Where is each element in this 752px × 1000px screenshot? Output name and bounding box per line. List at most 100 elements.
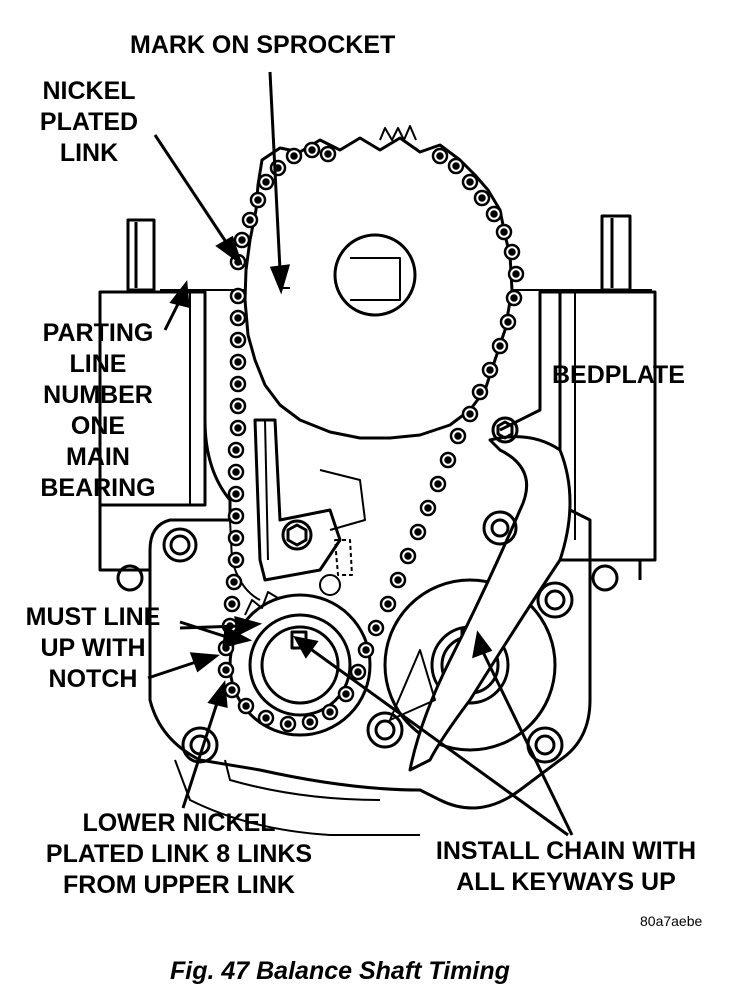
bolt-right-stud-nut [591, 564, 619, 592]
label-lower-nickel: LOWER NICKEL PLATED LINK 8 LINKS FROM UP… [24, 808, 334, 901]
chain-pin [324, 150, 332, 158]
label-line: ONE [70, 412, 126, 440]
bolt-center-lower [366, 711, 404, 749]
label-line: NICKEL [42, 77, 136, 105]
bolt-left-stud-nut [116, 564, 144, 592]
bolt-tensioner [281, 519, 313, 551]
chain-pin [234, 358, 242, 366]
crankshaft-sprocket [243, 125, 514, 440]
chain-pin [308, 146, 316, 154]
label-line: INSTALL CHAIN WITH [435, 837, 697, 865]
label-line: FROM UPPER LINK [63, 871, 295, 899]
chain-pin [222, 666, 230, 674]
label-line: MUST LINE [25, 603, 161, 631]
chain-pin [232, 556, 240, 564]
chain-pin [444, 456, 452, 464]
chain-pin [508, 248, 516, 256]
arrow-install-right [472, 630, 574, 836]
chain-pin [284, 720, 292, 728]
chain-pin [232, 446, 240, 454]
chain-pin [234, 292, 242, 300]
label-line: PARTING [42, 319, 154, 347]
chain-pin [290, 152, 298, 160]
chain-pin [504, 318, 512, 326]
bedplate-left-block [98, 290, 207, 572]
label-bedplate: BEDPLATE [552, 361, 685, 389]
chain-pin [466, 410, 474, 418]
label-must-line-up: MUST LINE UP WITH NOTCH [10, 602, 176, 695]
label-line: ALL KEYWAYS UP [456, 868, 676, 896]
chain-pin [234, 402, 242, 410]
chain-pin [512, 270, 520, 278]
label-line: PLATED [39, 108, 139, 136]
chain-pin [478, 194, 486, 202]
figure-code: 80a7aebe [640, 913, 703, 929]
chain-pin [306, 718, 314, 726]
label-install-chain: INSTALL CHAIN WITH ALL KEYWAYS UP [416, 836, 716, 898]
chain-pin [234, 380, 242, 388]
chain-pin [452, 162, 460, 170]
chain-pin [394, 576, 402, 584]
chain-pin [342, 690, 350, 698]
chain-pin [262, 714, 270, 722]
arrow-mark-on-sprocket [268, 71, 291, 295]
chain-pin [232, 534, 240, 542]
chain-pin [234, 336, 242, 344]
arrow-lower-nickel [181, 680, 228, 809]
chain-pin [228, 600, 236, 608]
chain-pin [234, 424, 242, 432]
label-line: PLATED LINK 8 LINKS [45, 840, 313, 868]
arrow-parting-line [163, 280, 190, 331]
chain-pin [230, 578, 238, 586]
chain-pin [254, 196, 262, 204]
chain-pin [372, 624, 380, 632]
chain-pin [500, 228, 508, 236]
arrow-must-line-up-lower [179, 615, 263, 637]
chain-pin [238, 236, 246, 244]
left-balance-sprocket [228, 591, 372, 737]
chain-pin [232, 468, 240, 476]
bolt-left-upper [162, 527, 198, 563]
chain-pin [354, 668, 362, 676]
label-nickel-plated-link: NICKEL PLATED LINK [34, 76, 144, 169]
chain-pin [262, 178, 270, 186]
chain-tensioner [253, 418, 366, 582]
chain-pin [436, 152, 444, 160]
label-parting-line: PARTING LINE NUMBER ONE MAIN BEARING [28, 318, 168, 504]
figure-caption: Fig. 47 Balance Shaft Timing [170, 957, 510, 985]
timing-cover [148, 290, 592, 810]
label-line: LOWER NICKEL [82, 809, 276, 837]
label-line: LINK [59, 139, 119, 167]
chain-pin [232, 490, 240, 498]
chain-pin [228, 686, 236, 694]
chain-pin [476, 388, 484, 396]
chain-pin [362, 646, 370, 654]
timing-chain [217, 141, 525, 733]
bolt-guide-mid [482, 510, 518, 546]
chain-pin [486, 366, 494, 374]
chain-pin [384, 600, 392, 608]
chain-pin [414, 528, 422, 536]
chain-pin [510, 294, 518, 302]
chain-pin [326, 708, 334, 716]
arrow-nickel-plated-link [153, 134, 243, 266]
chain-pin [246, 216, 254, 224]
arrow-install-left [293, 635, 569, 837]
chain-pin [490, 210, 498, 218]
label-line: NOTCH [48, 665, 138, 693]
bolt-right-upper [536, 581, 574, 619]
chain-pin [232, 512, 240, 520]
chain-pin [454, 432, 462, 440]
chain-pin [434, 480, 442, 488]
chain-pin [496, 342, 504, 350]
label-line: LINE [69, 350, 127, 378]
left-stud [126, 218, 156, 292]
label-mark-on-sprocket: MARK ON SPROCKET [130, 31, 396, 59]
right-stud [600, 214, 632, 292]
chain-pin [404, 552, 412, 560]
label-line: BEARING [40, 474, 156, 502]
chain-pin [424, 504, 432, 512]
arrow-notch [147, 652, 220, 680]
chain-pin [234, 314, 242, 322]
